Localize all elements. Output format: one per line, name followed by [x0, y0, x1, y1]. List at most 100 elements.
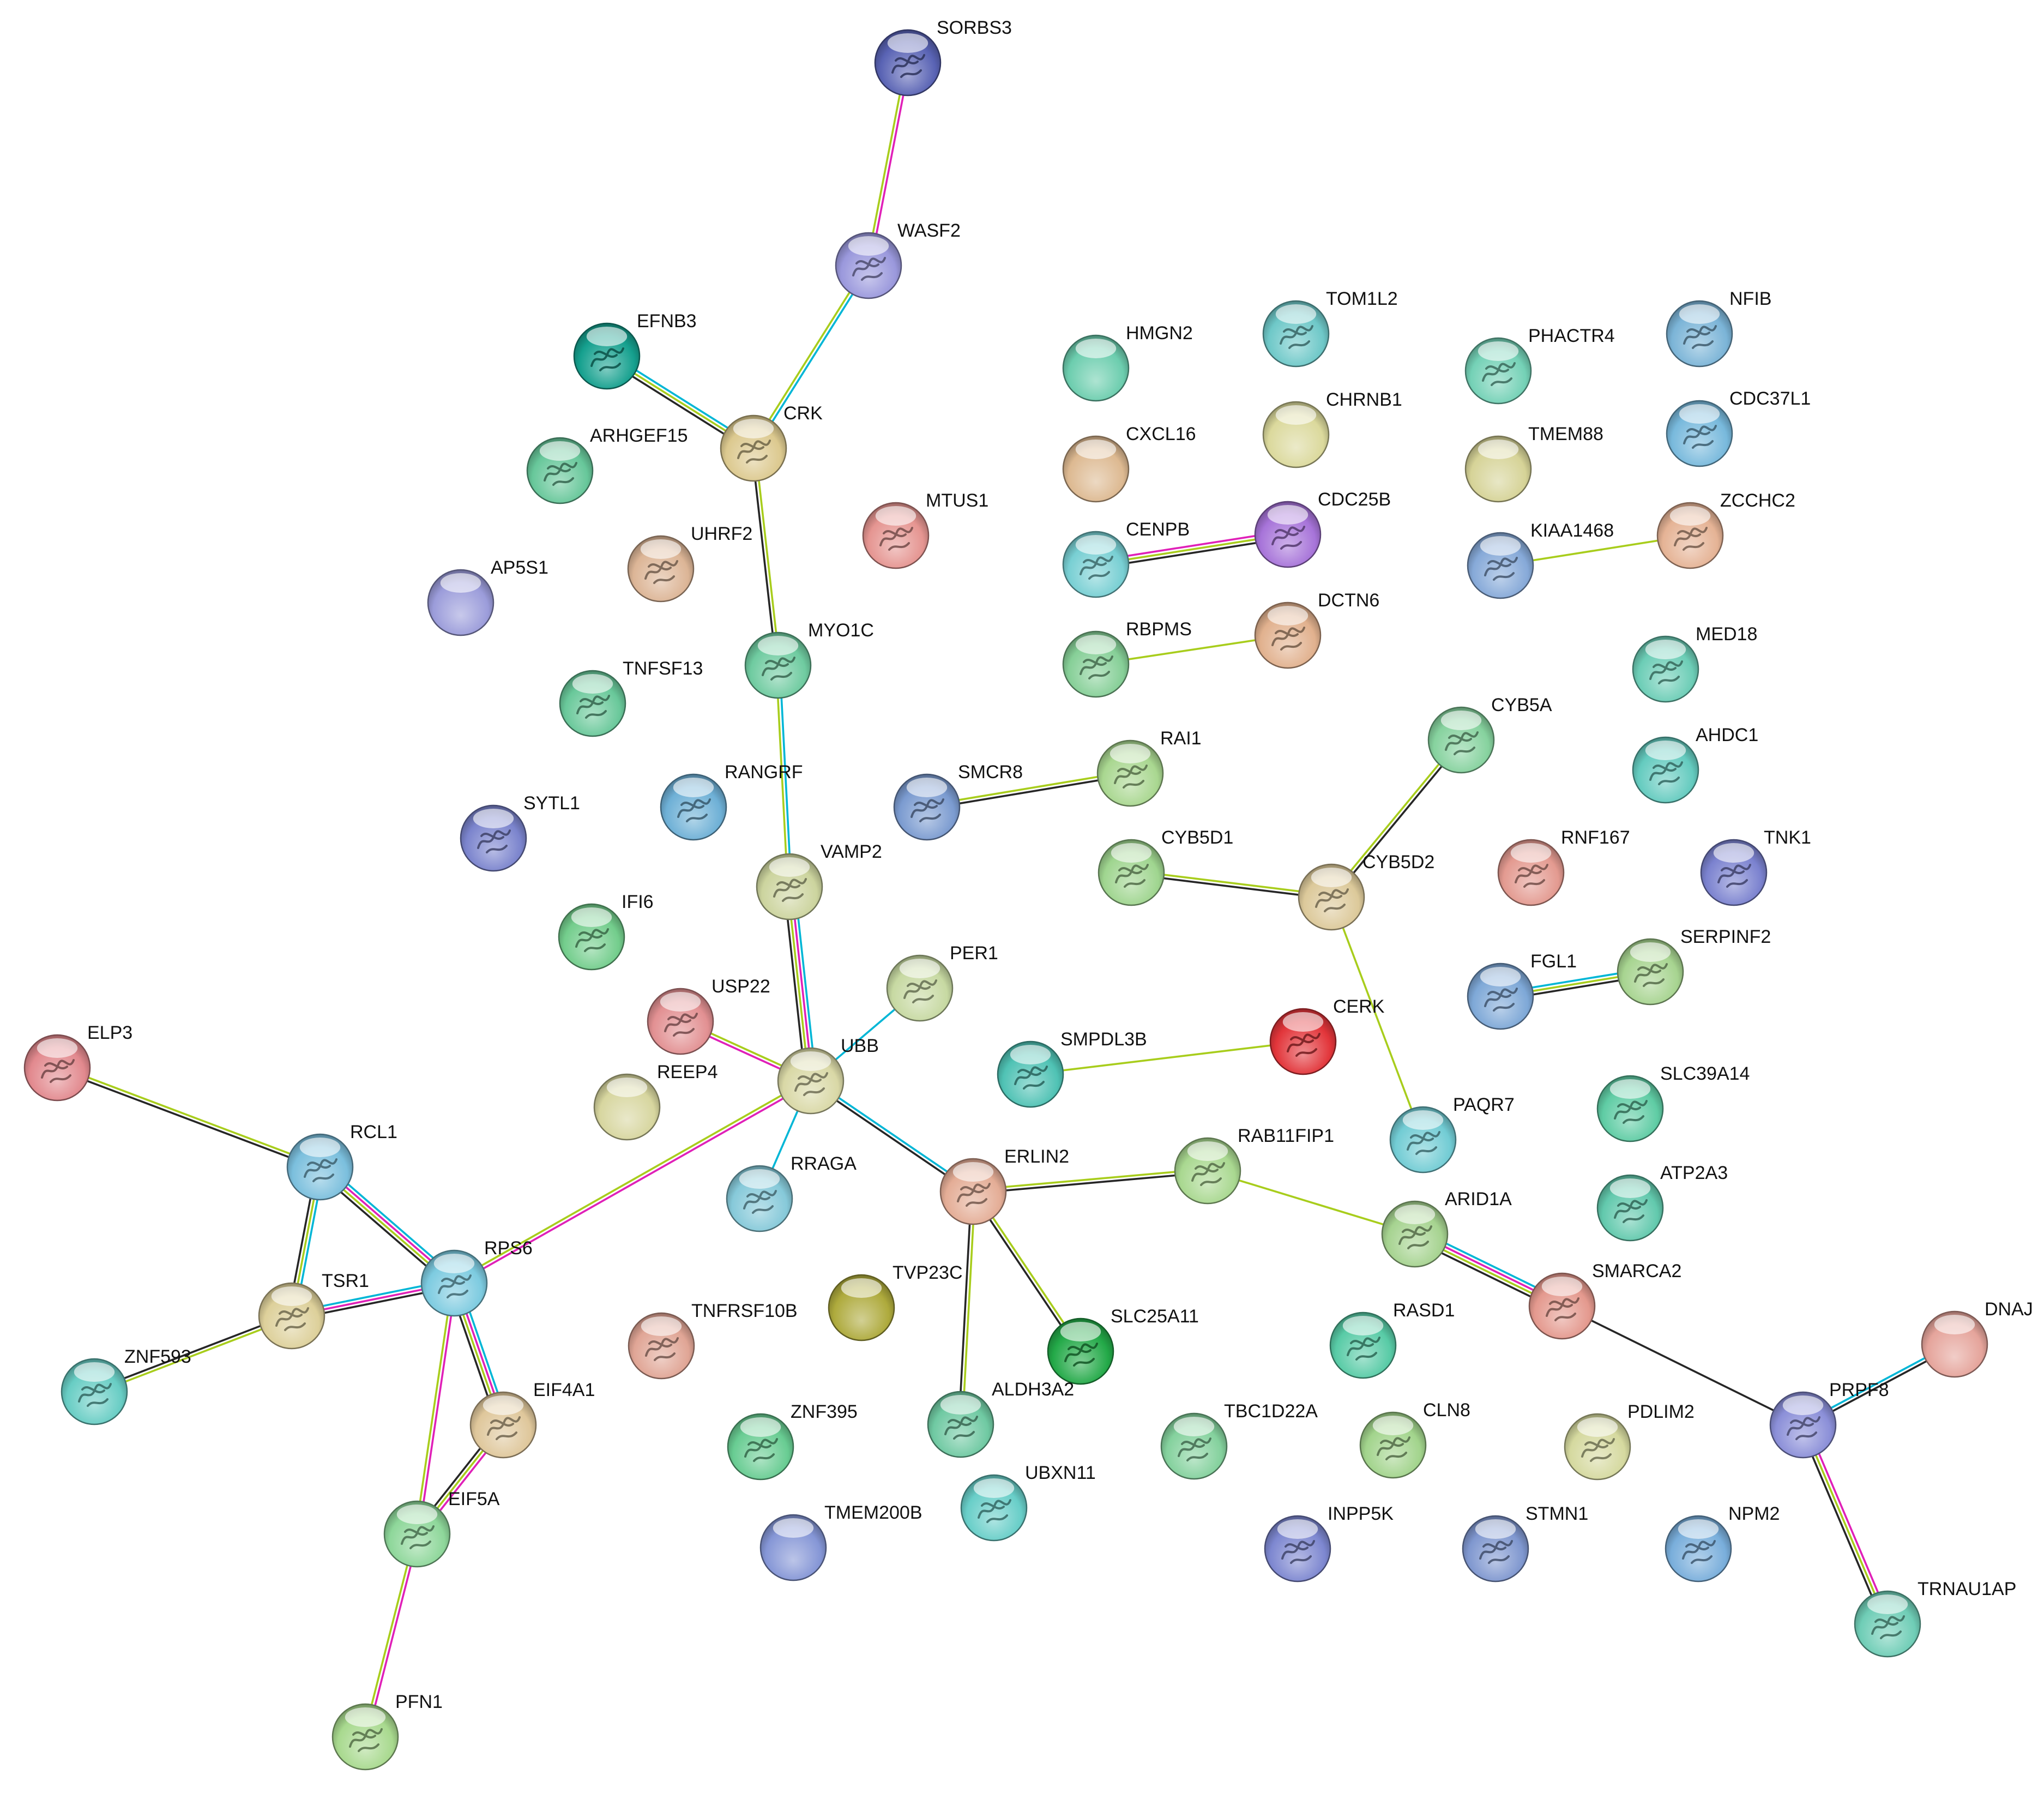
- node-uhrf2[interactable]: [627, 535, 695, 603]
- gloss-highlight: [1173, 1417, 1215, 1436]
- node-fgl1[interactable]: [1467, 962, 1534, 1030]
- node-label-serpinf2: SERPINF2: [1680, 926, 1771, 947]
- node-usp22[interactable]: [647, 988, 714, 1055]
- node-label-dnaj: DNAJ: [1985, 1299, 2033, 1320]
- node-med18[interactable]: [1632, 635, 1699, 703]
- node-label-paqr7: PAQR7: [1453, 1094, 1515, 1115]
- node-smarca2[interactable]: [1528, 1272, 1596, 1340]
- node-rbpms[interactable]: [1062, 630, 1130, 698]
- node-cxcl16[interactable]: [1062, 435, 1130, 503]
- node-rps6[interactable]: [420, 1249, 488, 1317]
- node-hmgn2[interactable]: [1062, 334, 1130, 402]
- node-nfib[interactable]: [1666, 300, 1733, 368]
- node-znf593[interactable]: [61, 1358, 128, 1425]
- node-smpdl3b[interactable]: [997, 1040, 1064, 1108]
- node-crk[interactable]: [720, 414, 787, 482]
- node-rnf167[interactable]: [1497, 839, 1565, 906]
- gloss-highlight: [1010, 1045, 1051, 1064]
- node-pfn1[interactable]: [331, 1703, 399, 1771]
- node-vamp2[interactable]: [756, 853, 823, 920]
- node-erlin2[interactable]: [939, 1158, 1007, 1225]
- node-tsr1[interactable]: [258, 1282, 325, 1350]
- edge-line-coexpression: [56, 1068, 321, 1170]
- protein-structure-icon: [743, 1190, 777, 1214]
- node-label-nfib: NFIB: [1729, 288, 1771, 309]
- node-tbc1d22a[interactable]: [1160, 1412, 1228, 1480]
- node-zcchc2[interactable]: [1656, 502, 1724, 569]
- node-slc25a11[interactable]: [1047, 1317, 1114, 1385]
- node-elp3[interactable]: [23, 1034, 91, 1102]
- node-label-sorbs3: SORBS3: [937, 17, 1012, 38]
- node-stmn1[interactable]: [1462, 1515, 1529, 1583]
- node-arhgef15[interactable]: [526, 437, 594, 504]
- node-eif5a[interactable]: [383, 1500, 451, 1568]
- node-wasf2[interactable]: [835, 232, 902, 299]
- node-atp2a3[interactable]: [1596, 1174, 1664, 1242]
- node-efnb3[interactable]: [573, 322, 641, 390]
- gloss-highlight: [483, 1395, 524, 1415]
- node-tvp23c[interactable]: [828, 1274, 895, 1341]
- node-cenpb[interactable]: [1062, 531, 1130, 598]
- node-ubb[interactable]: [777, 1047, 845, 1115]
- protein-structure-icon: [1614, 1100, 1648, 1124]
- node-sytl1[interactable]: [460, 804, 527, 872]
- node-ap5s1[interactable]: [427, 569, 495, 636]
- node-tnfrsf10b[interactable]: [628, 1312, 695, 1380]
- node-smcr8[interactable]: [893, 773, 961, 841]
- node-kiaa1468[interactable]: [1467, 532, 1534, 599]
- node-ubxn11[interactable]: [960, 1474, 1028, 1542]
- node-znf395[interactable]: [727, 1413, 794, 1481]
- node-rasd1[interactable]: [1329, 1311, 1397, 1379]
- node-aldh3a2[interactable]: [927, 1391, 994, 1458]
- node-label-smarca2: SMARCA2: [1592, 1261, 1681, 1281]
- edge-line-experiment: [869, 62, 911, 267]
- node-rab11fip1[interactable]: [1174, 1137, 1241, 1205]
- node-tnfsf13[interactable]: [559, 670, 626, 737]
- node-mtus1[interactable]: [862, 502, 930, 569]
- node-pdlim2[interactable]: [1564, 1413, 1631, 1481]
- node-serpinf2[interactable]: [1617, 938, 1684, 1006]
- node-cyb5d2[interactable]: [1298, 863, 1365, 931]
- node-sorbs3[interactable]: [874, 29, 942, 97]
- node-label-efnb3: EFNB3: [637, 311, 697, 332]
- node-eif4a1[interactable]: [469, 1391, 537, 1459]
- node-rcl1[interactable]: [286, 1133, 354, 1201]
- node-tnk1[interactable]: [1700, 839, 1768, 906]
- node-dnaj[interactable]: [1921, 1310, 1988, 1378]
- node-label-znf395: ZNF395: [791, 1401, 858, 1422]
- edge-line-textmining: [754, 447, 781, 666]
- node-arid1a[interactable]: [1381, 1200, 1449, 1268]
- protein-structure-icon: [1581, 1438, 1615, 1462]
- node-label-rnf167: RNF167: [1561, 827, 1630, 848]
- node-cdc37l1[interactable]: [1666, 400, 1733, 467]
- node-tmem88[interactable]: [1464, 435, 1532, 503]
- edge-line-coexpression: [1561, 1305, 1804, 1426]
- node-cyb5d1[interactable]: [1098, 839, 1165, 906]
- node-per1[interactable]: [886, 954, 954, 1022]
- node-reep4[interactable]: [593, 1073, 661, 1141]
- edge-ubb-rps6: [452, 1078, 813, 1286]
- node-prpf8[interactable]: [1769, 1391, 1837, 1459]
- node-rai1[interactable]: [1096, 739, 1164, 807]
- node-trnau1ap[interactable]: [1854, 1590, 1921, 1658]
- node-cerk[interactable]: [1269, 1008, 1337, 1075]
- node-rangrf[interactable]: [660, 773, 727, 841]
- node-cdc25b[interactable]: [1254, 501, 1322, 568]
- node-tom1l2[interactable]: [1262, 300, 1330, 368]
- node-chrnb1[interactable]: [1262, 401, 1330, 468]
- node-rraga[interactable]: [726, 1165, 793, 1232]
- edge-cyb5d1-cyb5d2: [1130, 869, 1333, 900]
- node-cln8[interactable]: [1359, 1411, 1427, 1479]
- node-cyb5a[interactable]: [1427, 706, 1495, 774]
- node-slc39a14[interactable]: [1596, 1075, 1664, 1142]
- node-npm2[interactable]: [1665, 1515, 1732, 1583]
- node-inpp5k[interactable]: [1264, 1515, 1331, 1583]
- node-myo1c[interactable]: [744, 631, 812, 699]
- node-paqr7[interactable]: [1389, 1106, 1457, 1174]
- node-tmem200b[interactable]: [759, 1514, 827, 1581]
- node-label-slc25a11: SLC25A11: [1111, 1306, 1199, 1327]
- node-phactr4[interactable]: [1464, 337, 1532, 405]
- node-ahdc1[interactable]: [1632, 736, 1699, 804]
- node-ifi6[interactable]: [558, 903, 625, 971]
- node-dctn6[interactable]: [1254, 601, 1322, 669]
